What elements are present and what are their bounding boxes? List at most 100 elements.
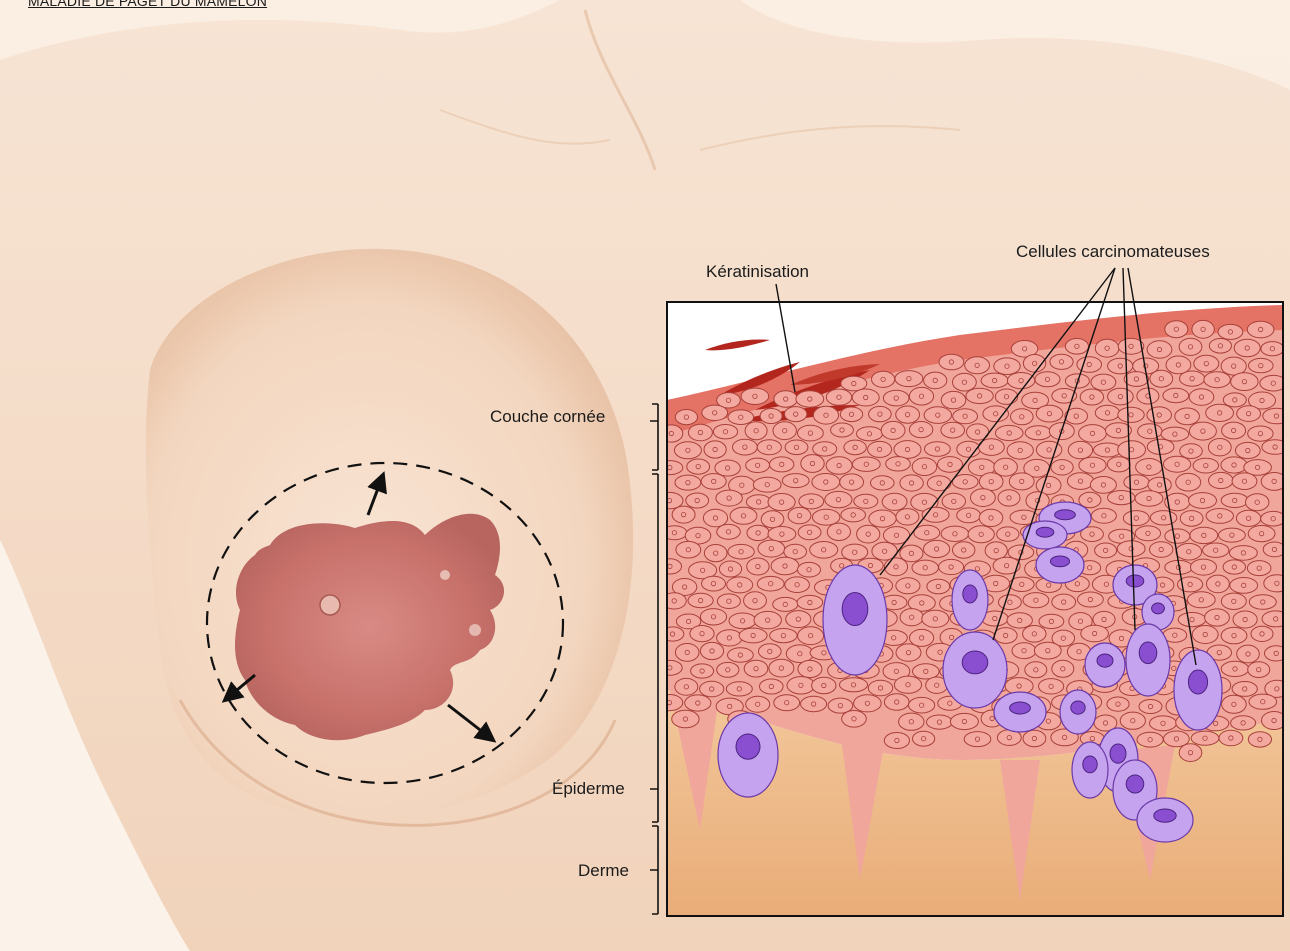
epithelial-cell xyxy=(840,678,868,692)
epithelial-cell xyxy=(672,710,699,728)
epithelial-cell xyxy=(952,475,978,490)
epithelial-cell xyxy=(941,526,969,541)
carcinoma-nucleus xyxy=(1126,775,1144,793)
epithelial-cell xyxy=(909,387,933,405)
epithelial-cell xyxy=(1079,425,1107,443)
epithelial-cell xyxy=(953,373,977,391)
epithelial-cell xyxy=(686,493,709,508)
epithelial-cell xyxy=(1221,661,1249,676)
epithelial-cell xyxy=(1235,442,1260,458)
epithelial-cell xyxy=(1218,324,1243,339)
carcinoma-nucleus xyxy=(1055,510,1076,520)
epithelial-cell xyxy=(1067,473,1093,490)
epithelial-cell xyxy=(701,474,726,490)
epithelial-cell xyxy=(1204,372,1230,388)
epithelial-cell xyxy=(1249,694,1277,709)
epithelial-cell xyxy=(1222,695,1247,713)
epithelial-cell xyxy=(994,628,1017,644)
epithelial-cell xyxy=(1077,357,1102,373)
epithelial-cell xyxy=(1007,373,1034,389)
epithelial-cell xyxy=(700,642,723,659)
epithelial-cell xyxy=(981,373,1008,388)
epithelial-cell xyxy=(1237,645,1260,663)
label-stratum-corneum: Couche cornée xyxy=(490,407,605,427)
epithelial-cell xyxy=(758,540,785,557)
epithelial-cell xyxy=(747,525,769,540)
epithelial-cell xyxy=(1179,338,1202,355)
epithelial-cell xyxy=(1221,593,1246,609)
epithelial-cell xyxy=(979,509,1003,526)
epithelial-cell xyxy=(798,660,822,677)
epithelial-cell xyxy=(746,458,770,472)
carcinoma-nucleus xyxy=(842,593,868,626)
epithelial-cell xyxy=(886,457,911,471)
epithelial-cell xyxy=(912,560,938,575)
epithelial-cell xyxy=(910,629,934,646)
epithelial-cell xyxy=(1052,594,1076,610)
epithelial-cell xyxy=(798,627,824,645)
epithelial-cell xyxy=(1230,578,1258,594)
lesion-spot xyxy=(469,624,481,636)
epithelial-cell xyxy=(1025,426,1051,440)
carcinoma-nucleus xyxy=(1110,744,1126,763)
epithelial-cell xyxy=(1025,662,1047,678)
epithelial-cell xyxy=(1261,342,1284,356)
epithelial-cell xyxy=(912,458,937,476)
epithelial-cell xyxy=(1207,575,1230,593)
epithelial-cell xyxy=(1179,744,1202,762)
epithelial-cell xyxy=(774,695,800,711)
epithelial-cell xyxy=(753,477,781,492)
epithelial-cell xyxy=(1135,491,1163,506)
epithelial-cell xyxy=(1052,660,1074,677)
epithelial-cell xyxy=(895,371,923,387)
epithelial-cell xyxy=(1095,543,1117,558)
epithelial-cell xyxy=(1147,341,1172,358)
epithelial-cell xyxy=(1147,407,1172,423)
epithelial-cell xyxy=(953,542,975,558)
epithelial-cell xyxy=(1191,559,1217,575)
epithelial-cell xyxy=(1189,493,1217,509)
epithelial-cell xyxy=(857,427,883,441)
epithelial-cell xyxy=(1246,494,1269,511)
epithelial-cell xyxy=(854,695,882,712)
epithelial-cell xyxy=(942,493,965,509)
epithelial-cell xyxy=(831,423,854,437)
carcinoma-nucleus xyxy=(1036,527,1054,537)
epithelial-cell xyxy=(676,541,701,558)
epithelial-cell xyxy=(852,457,880,471)
epithelial-cell xyxy=(941,391,966,408)
epithelial-cell xyxy=(872,371,895,387)
epithelial-cell xyxy=(754,611,781,628)
epithelial-cell xyxy=(1221,493,1248,507)
epithelial-cell xyxy=(1219,730,1243,746)
epithelial-cell xyxy=(840,474,864,490)
epithelial-cell xyxy=(1248,526,1275,542)
epithelial-cell xyxy=(1009,473,1034,490)
epithelial-cell xyxy=(899,713,924,730)
epithelial-cell xyxy=(688,593,713,607)
epithelial-cell xyxy=(1178,613,1206,627)
epithelial-cell xyxy=(1165,321,1188,338)
epithelial-cell xyxy=(857,525,880,543)
epithelial-cell xyxy=(1081,625,1109,642)
epithelial-cell xyxy=(813,509,840,525)
epithelial-cell xyxy=(939,559,964,574)
epithelial-cell xyxy=(1209,339,1231,354)
epithelial-cell xyxy=(841,508,866,522)
epithelial-cell xyxy=(1150,511,1176,525)
lesion-spot xyxy=(440,570,450,580)
epithelial-cell xyxy=(674,442,701,459)
epithelial-cell xyxy=(1137,732,1163,747)
epithelial-cell xyxy=(869,406,892,421)
epithelial-cell xyxy=(1147,439,1174,454)
epithelial-cell xyxy=(716,490,742,506)
epithelial-cell xyxy=(1221,627,1247,643)
epithelial-cell xyxy=(1249,358,1274,372)
epithelial-cell xyxy=(717,594,740,609)
epithelial-cell xyxy=(883,390,909,406)
epithelial-cell xyxy=(770,457,794,472)
epithelial-cell xyxy=(728,544,754,559)
epithelial-cell xyxy=(1161,427,1189,441)
epithelial-cell xyxy=(784,544,807,559)
label-carcinoma-cells: Cellules carcinomateuses xyxy=(1016,242,1210,262)
